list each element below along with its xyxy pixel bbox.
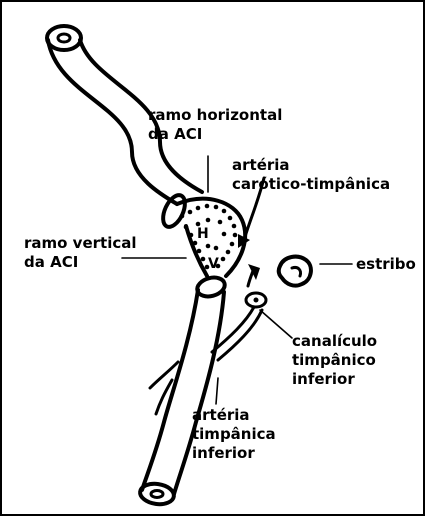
label-line: inferior: [192, 444, 276, 463]
inferior-tympanic-branch-2: [218, 310, 262, 360]
label-line: inferior: [292, 370, 377, 389]
label-line: artéria: [232, 156, 390, 175]
canaliculo-center: [254, 298, 259, 303]
lower-artery-lumen: [151, 491, 163, 498]
label-line: ramo vertical: [24, 234, 137, 253]
label-line: da ACI: [148, 125, 282, 144]
upper-artery-lumen: [58, 34, 70, 42]
label-line: canalículo: [292, 332, 377, 351]
lower-artery: [142, 290, 224, 494]
stapes-shape: [279, 257, 311, 286]
label-line: carótico-timpânica: [232, 175, 390, 194]
label-canaliculo-timpanico-inferior: canalículo timpânico inferior: [292, 332, 377, 389]
label-line: da ACI: [24, 253, 137, 272]
upper-artery-end: [47, 26, 81, 50]
label-line: timpânica: [192, 425, 276, 444]
label-arteria-timpanica-inferior: artéria timpânica inferior: [192, 406, 276, 463]
marker-v: V: [208, 256, 219, 272]
lower-artery-end: [139, 482, 175, 507]
marker-h: H: [197, 226, 209, 242]
label-ramo-horizontal: ramo horizontal da ACI: [148, 106, 282, 144]
label-arteria-carotico-timpanica: artéria carótico-timpânica: [232, 156, 390, 194]
label-line: ramo horizontal: [148, 106, 282, 125]
label-ramo-vertical: ramo vertical da ACI: [24, 234, 137, 272]
label-line: timpânico: [292, 351, 377, 370]
stapes-inner: [292, 267, 301, 276]
label-line: artéria: [192, 406, 276, 425]
label-estribo: estribo: [356, 255, 416, 274]
